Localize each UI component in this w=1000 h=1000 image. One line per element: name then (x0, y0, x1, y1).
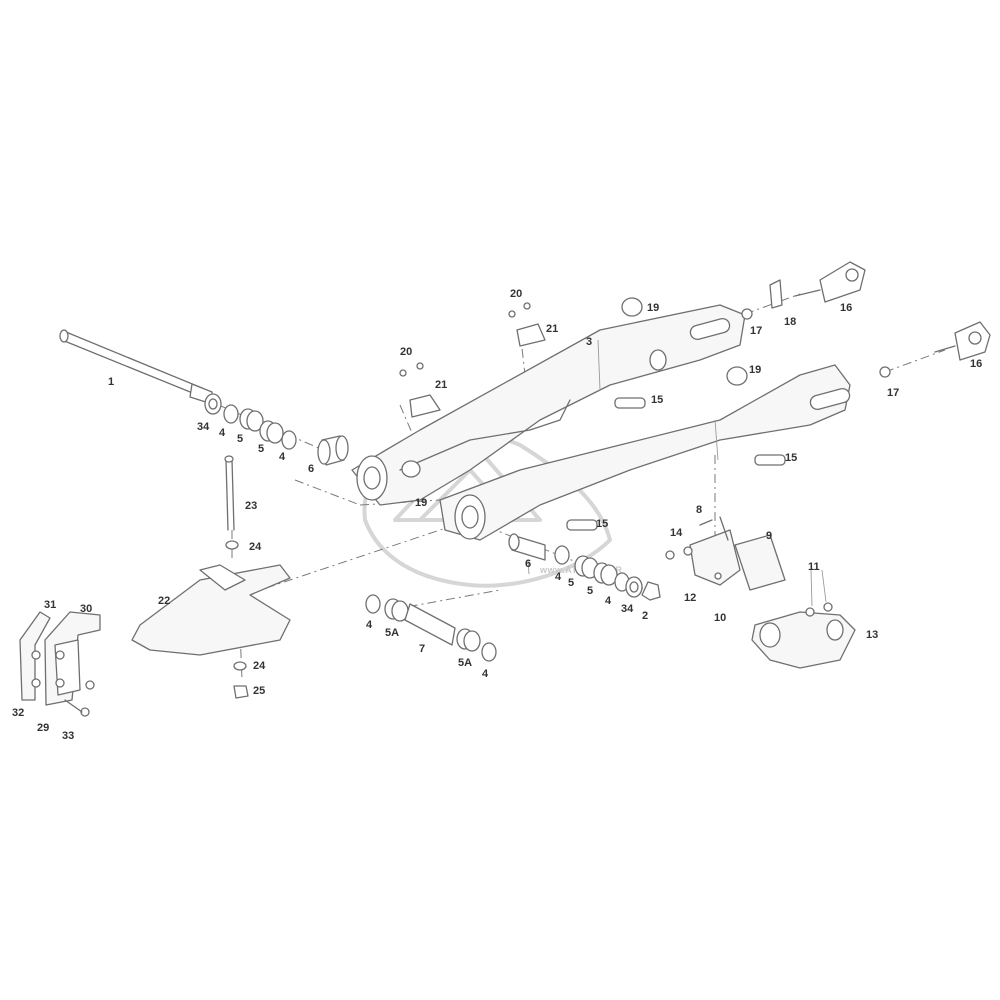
chain-slider-pads (566, 397, 786, 531)
swingarm-body (351, 304, 851, 541)
callout-5-left-a: 5 (237, 433, 243, 445)
callout-30: 30 (80, 603, 92, 615)
callout-31: 31 (44, 599, 56, 611)
pivot-sleeve (365, 594, 497, 662)
right-bearing-stack (508, 533, 661, 601)
callout-4-left-a: 4 (219, 427, 226, 439)
callout-21-left: 21 (435, 379, 447, 391)
callout-20-right: 20 (510, 288, 522, 300)
callout-4-right-a: 4 (555, 571, 562, 583)
callout-7: 7 (419, 643, 425, 655)
callout-14: 14 (670, 527, 683, 539)
left-bearing-stack (204, 393, 349, 466)
callout-18: 18 (784, 316, 796, 328)
callout-4-left-b: 4 (279, 451, 286, 463)
callout-24-top: 24 (249, 541, 262, 553)
callout-9: 9 (766, 530, 772, 542)
callout-12: 12 (684, 592, 696, 604)
callout-5a-right: 5A (458, 657, 472, 669)
callout-1: 1 (108, 376, 114, 388)
callout-34-left: 34 (197, 421, 210, 433)
cable-guides (399, 302, 546, 418)
callout-17-right: 17 (887, 387, 899, 399)
callout-17-top: 17 (750, 325, 762, 337)
callout-13: 13 (866, 629, 878, 641)
callout-3: 3 (586, 336, 592, 348)
leader-lines (527, 559, 827, 607)
callout-6-left: 6 (308, 463, 314, 475)
callout-19-mid: 19 (749, 364, 761, 376)
callout-15-right: 15 (785, 452, 797, 464)
callout-19-top: 19 (647, 302, 659, 314)
caliper-bracket (665, 516, 856, 669)
pivot-bolt (59, 329, 213, 405)
callout-5a-left: 5A (385, 627, 399, 639)
chain-slider (131, 455, 291, 699)
callout-labels: 1 34 4 5 5 4 6 20 21 20 21 3 19 19 19 15… (12, 288, 982, 742)
callout-22: 22 (158, 595, 170, 607)
callout-25: 25 (253, 685, 265, 697)
callout-4-sleeve-right: 4 (482, 668, 489, 680)
callout-23: 23 (245, 500, 257, 512)
callout-16-right: 16 (970, 358, 982, 370)
callout-5-right-a: 5 (568, 577, 574, 589)
callout-6-right: 6 (525, 558, 531, 570)
chain-guide (19, 611, 101, 717)
callout-20-left: 20 (400, 346, 412, 358)
plugs (401, 297, 748, 478)
callout-15-low: 15 (596, 518, 608, 530)
callout-11: 11 (808, 561, 820, 573)
callout-4-sleeve-left: 4 (366, 619, 373, 631)
callout-8: 8 (696, 504, 702, 516)
callout-5-right-b: 5 (587, 585, 593, 597)
callout-33: 33 (62, 730, 74, 742)
callout-19-left: 19 (415, 497, 427, 509)
callout-2: 2 (642, 610, 648, 622)
chain-adjusters (741, 261, 991, 378)
callout-16-top: 16 (840, 302, 852, 314)
callout-10: 10 (714, 612, 726, 624)
callout-21-right: 21 (546, 323, 558, 335)
callout-32: 32 (12, 707, 24, 719)
callout-5-left-b: 5 (258, 443, 264, 455)
callout-4-right-b: 4 (605, 595, 612, 607)
callout-15-top: 15 (651, 394, 663, 406)
callout-34-right: 34 (621, 603, 634, 615)
callout-29: 29 (37, 722, 49, 734)
callout-24-bottom: 24 (253, 660, 266, 672)
